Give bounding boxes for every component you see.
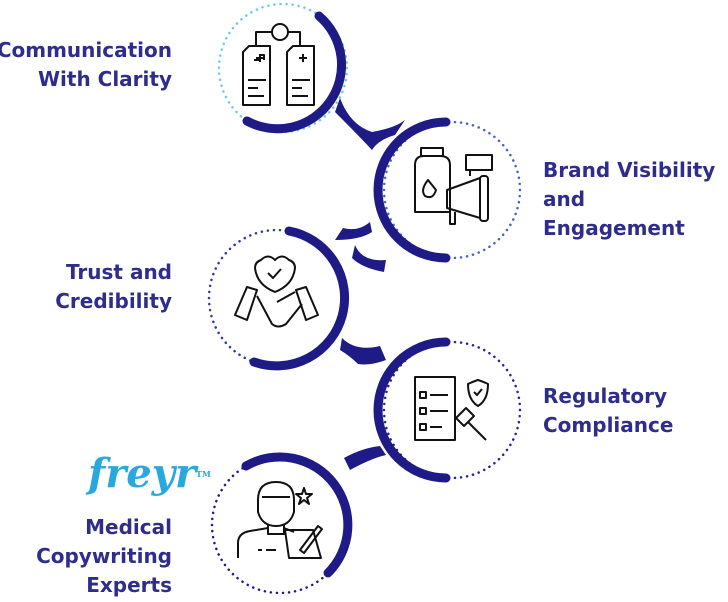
dotted-ring-2 [382,120,522,260]
freyr-logo: freyrTM [88,452,211,496]
label-line: Communication [0,38,172,62]
solid-arc-4 [373,337,451,483]
logo-tm: TM [196,469,211,479]
label-line: Experts [86,573,172,597]
label-line: With Clarity [37,67,172,91]
medical-documents-icon [242,23,315,106]
label-line: Medical [85,515,172,539]
label-line: and Engagement [543,187,685,240]
label-line: Brand Visibility [543,158,716,182]
solid-arc-5 [241,452,353,578]
item-label-trust: Trust and Credibility [55,258,172,316]
label-line: Compliance [543,413,674,437]
item-label-brand: Brand Visibility and Engagement [543,156,728,243]
solid-arc-1 [242,11,346,134]
spine-junctions [335,98,405,470]
solid-arc-3 [249,226,350,371]
dotted-ring-4 [382,340,522,480]
label-line: Trust and [65,260,172,284]
solid-arc-2 [373,117,451,263]
item-label-communication: Communication With Clarity [0,36,172,94]
item-label-experts: Medical Copywriting Experts [36,513,172,600]
writer-icon [237,481,323,559]
label-line: Copywriting [36,544,172,568]
label-line: Credibility [55,289,172,313]
item-label-regulatory: Regulatory Compliance [543,382,673,440]
checklist-gavel-icon [414,376,489,441]
label-line: Regulatory [543,384,668,408]
shield-handshake-icon [234,255,319,328]
logo-text: freyr [88,450,197,497]
dotted-ring-1 [217,2,349,134]
medicine-megaphone-icon [414,147,493,225]
